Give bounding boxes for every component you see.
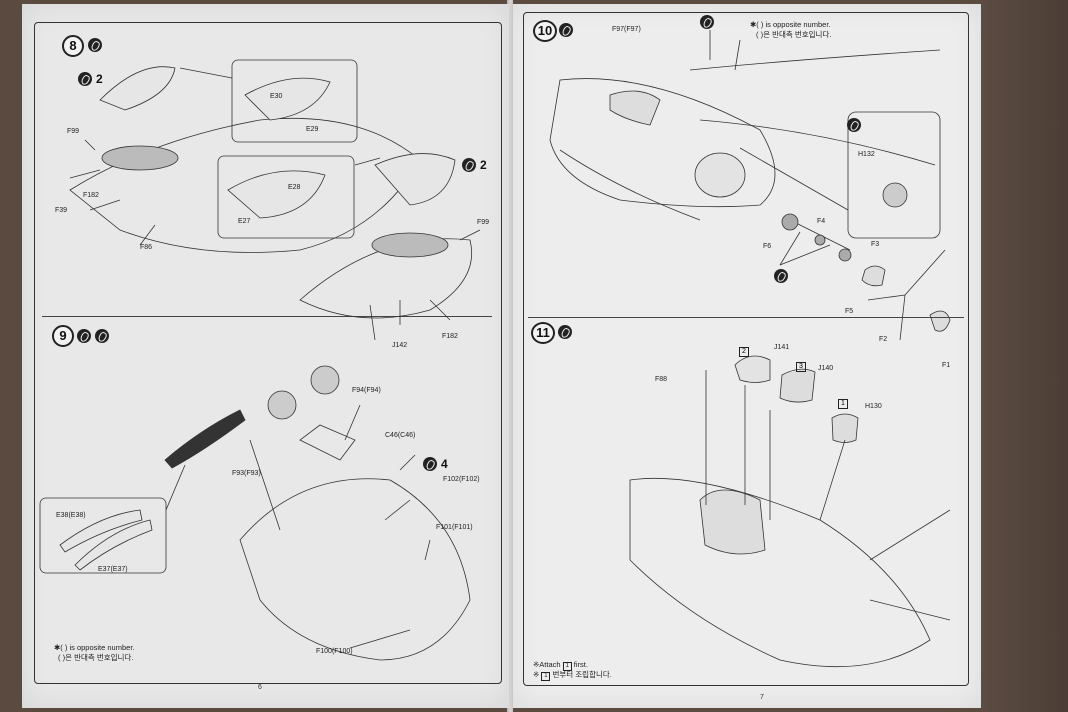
- gondola-recess-2: [371, 232, 449, 258]
- glue-icon: [559, 23, 573, 37]
- part-f5: [838, 248, 852, 262]
- footnote-ko: ※ 1 번부터 조립합니다.: [533, 670, 612, 681]
- part-f3: [861, 265, 886, 287]
- part-label: E28: [288, 184, 301, 191]
- step-9-badge: 9: [52, 325, 74, 347]
- right-page-frame: [523, 12, 969, 686]
- footnote-ko-pre: ※: [533, 670, 540, 679]
- canopy-step10: [609, 90, 661, 126]
- inset-box-e30: [231, 59, 358, 143]
- footnote-ko: ( )은 반대측 번호입니다.: [58, 653, 134, 662]
- part-label: H132: [858, 151, 875, 158]
- inset-box-h132: [847, 111, 941, 239]
- part-label: F182: [442, 333, 458, 340]
- part-label: F93(F93): [232, 470, 261, 477]
- part-label: F101(F101): [436, 524, 473, 531]
- part-label: F1: [942, 362, 951, 369]
- order-box: 2: [739, 347, 749, 357]
- part-label: F88: [655, 376, 668, 383]
- landing-gear-strut: [299, 424, 356, 461]
- bomb-part: [164, 409, 246, 469]
- part-label: J142: [392, 342, 408, 349]
- glue-icon: [88, 38, 102, 52]
- qty-label: 2: [480, 158, 487, 172]
- order-box: 1: [541, 672, 551, 681]
- qty-label: 4: [441, 457, 448, 471]
- part-j141: [734, 355, 771, 383]
- footnote-en: ✱( ) is opposite number.: [54, 643, 135, 652]
- part-label: J140: [818, 365, 834, 372]
- part-label: E27: [238, 218, 251, 225]
- part-label: F100(F100): [316, 648, 353, 655]
- paint-icon: [700, 15, 714, 29]
- step-divider-left: [42, 316, 492, 317]
- paint-icon: [462, 158, 476, 172]
- part-label: E29: [306, 126, 319, 133]
- page-number: 6: [258, 684, 262, 691]
- page-number: 7: [760, 694, 764, 701]
- order-box: 1: [838, 399, 848, 409]
- footnote-en-post: first.: [573, 660, 588, 669]
- left-page: [22, 4, 509, 708]
- part-label: F39: [55, 207, 68, 214]
- background-surface: [981, 0, 1068, 712]
- part-label: E37(E37): [98, 566, 128, 573]
- gondola-part-2: [374, 153, 456, 206]
- part-h130: [831, 413, 859, 443]
- wing-part-step9: [239, 478, 471, 661]
- order-box: 3: [796, 362, 806, 372]
- part-j140: [779, 368, 816, 403]
- part-label: C46(C46): [385, 432, 416, 439]
- part-label: H130: [865, 403, 882, 410]
- part-label: F94(F94): [352, 387, 381, 394]
- part-label: F3: [871, 241, 880, 248]
- wheel-left: [267, 390, 297, 420]
- engine-cowl: [694, 152, 746, 198]
- wing-part-lower: [299, 238, 472, 319]
- inset-box-e28: [217, 155, 355, 239]
- step-10-badge: 10: [533, 20, 557, 42]
- glue-icon: [77, 329, 91, 343]
- footnote-en-pre: ※Attach: [533, 660, 561, 669]
- gondola-recess-1: [101, 145, 179, 171]
- step-8-badge: 8: [62, 35, 84, 57]
- part-label: F99: [67, 128, 80, 135]
- part-label: F5: [845, 308, 854, 315]
- note-ko: ( )은 반대측 번호입니다.: [756, 30, 832, 39]
- part-label: F182: [83, 192, 99, 199]
- paint-icon: [78, 72, 92, 86]
- part-f6: [781, 213, 799, 231]
- part-label: F6: [763, 243, 772, 250]
- wheel-right: [310, 365, 340, 395]
- fuselage-step10: [549, 78, 776, 208]
- gondola-part-1: [99, 66, 176, 111]
- part-label: F2: [879, 336, 888, 343]
- step-divider-right: [528, 317, 964, 318]
- qty-label: 2: [96, 72, 103, 86]
- part-label: F86: [140, 244, 153, 251]
- footnote-ko-post: 번부터 조립합니다.: [552, 670, 612, 679]
- left-page-frame: [34, 22, 502, 684]
- part-label: E30: [270, 93, 283, 100]
- part-label: F99: [477, 219, 490, 226]
- part-f4: [814, 234, 826, 246]
- inset-box-e38: [39, 497, 167, 574]
- part-f1: [929, 310, 951, 332]
- part-label: F102(F102): [443, 476, 480, 483]
- paint-icon: [423, 457, 437, 471]
- paint-icon: [95, 329, 109, 343]
- book-spine: [507, 0, 513, 712]
- step-11-badge: 11: [531, 322, 555, 344]
- part-label: F97(F97): [612, 26, 641, 33]
- glue-icon: [558, 325, 572, 339]
- footnote-en: ※Attach 1 first.: [533, 660, 588, 671]
- part-label: F4: [817, 218, 826, 225]
- part-label: J141: [774, 344, 790, 351]
- no-glue-icon: [774, 269, 788, 283]
- warning-icon: [847, 118, 861, 132]
- part-label: E38(E38): [56, 512, 86, 519]
- note-en: ✱( ) is opposite number.: [750, 20, 831, 29]
